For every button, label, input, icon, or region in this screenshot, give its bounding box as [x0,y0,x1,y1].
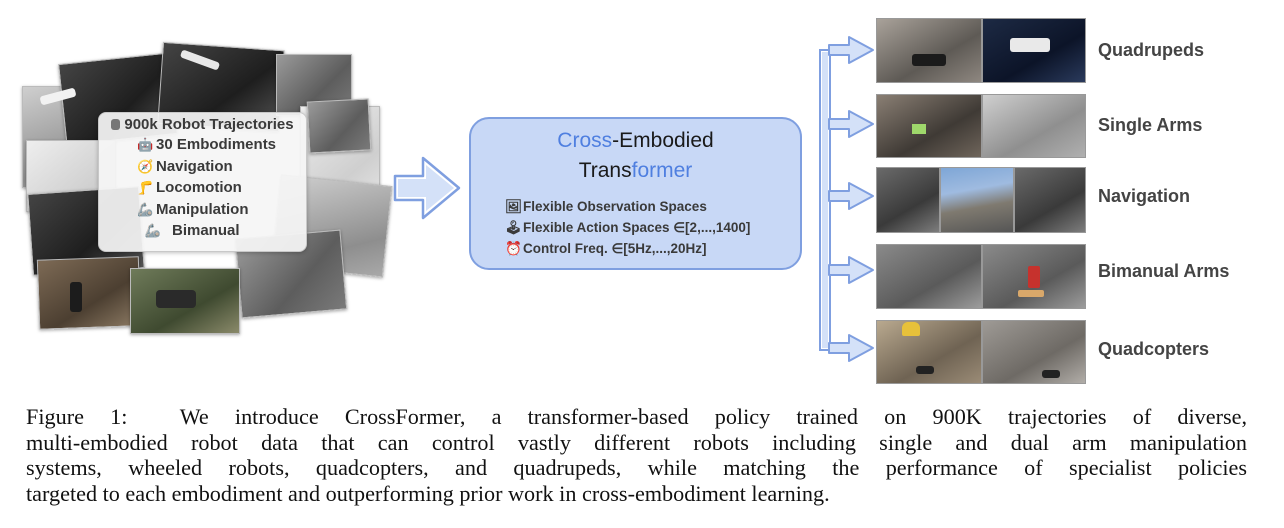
drone-figure [916,366,934,374]
alarm-clock-icon: ⏰ [505,241,522,256]
plate-figure [1018,290,1044,297]
quadruped-robot-figure [912,54,946,66]
thumbnail-photo [876,320,982,384]
mobile-robot-silhouette [70,282,82,312]
dataset-row-bimanual: 🦾Bimanual [137,222,240,239]
joystick-icon: 🕹 [505,220,523,235]
arm-icon: 🦾 [137,202,154,217]
branch-arrow-icon [828,110,874,138]
leg-icon: 🦵 [137,180,154,195]
thumbnail-photo [940,167,1014,233]
robot-icon: 🤖 [137,137,154,152]
feature-action-spaces: 🕹Flexible Action Spaces ∈[2,...,1400] [505,220,751,235]
caption-line: systems, wheeled robots, quadcopters, an… [26,455,1247,480]
red-object-figure [1028,266,1040,288]
figure-caption: Figure 1: We introduce CrossFormer, a tr… [26,404,1247,506]
quadruped-silhouette [156,290,196,308]
branch-arrow-icon [828,334,874,362]
category-label: Quadrupeds [1098,40,1205,60]
thumbnail-photo [982,94,1086,158]
input-arrow-icon [393,156,461,220]
thumbnail-photo [982,320,1086,384]
branch-arrow-icon [828,36,874,64]
dataset-row-embodiments: 🤖30 Embodiments [137,136,277,153]
two-arms-icon: 🦾 [144,223,162,238]
figure-label: Figure 1: [26,404,128,429]
quadruped-robot-figure [1010,38,1050,52]
thumbnail-photo [876,167,940,233]
category-label: Bimanual Arms [1098,261,1230,281]
thumbnail-photo [876,18,982,83]
thumbnail-photo [876,94,982,158]
feature-observation-spaces: 🖼Flexible Observation Spaces [505,199,707,214]
thumbnail-photo [876,244,982,309]
transformer-title-line-1: Cross-Embodied [557,129,714,152]
caption-line: targeted to each embodiment and outperfo… [26,480,830,506]
category-label: Single Arms [1098,115,1203,135]
dataset-row-navigation: 🧭Navigation [137,158,233,175]
output-branch-arrows [819,36,874,362]
drone-figure [1042,370,1060,378]
branch-arrow-icon [828,182,874,210]
dataset-row-manipulation: 🦾Manipulation [137,201,249,218]
collage-photo [36,256,142,330]
category-label: Navigation [1098,186,1191,206]
dataset-row-locomotion: 🦵Locomotion [137,179,242,196]
category-label: Quadcopters [1098,339,1210,359]
thumbnail-photo [1014,167,1086,233]
dataset-summary-title: 900k Robot Trajectories [99,116,306,133]
dataset-summary-card: 900k Robot Trajectories 🤖30 Embodiments … [98,112,307,252]
compass-icon: 🧭 [137,159,154,174]
collage-photo [306,98,372,154]
branch-arrow-icon [828,256,874,284]
feature-control-frequency: ⏰Control Freq. ∈[5Hz,...,20Hz] [505,241,707,256]
cross-embodied-transformer-box: Cross-Embodied Transformer 🖼Flexible Obs… [469,117,802,270]
image-icon: 🖼 [505,199,523,214]
caption-line: Figure 1: We introduce CrossFormer, a tr… [26,404,1248,429]
sticky-note-figure [912,124,926,134]
caption-line: multi-embodied robot data that can contr… [26,429,1247,455]
yellow-cone-figure [902,322,920,336]
database-icon [111,119,121,130]
transformer-title-line-2: Transformer [578,159,693,182]
